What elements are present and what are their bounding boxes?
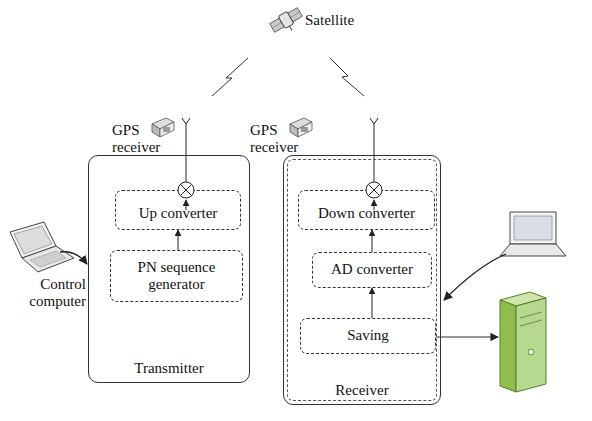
computer-label: Control computer <box>8 276 86 311</box>
satellite-icon <box>269 6 306 38</box>
control-arrow <box>444 254 506 300</box>
gps-label: GPS receiver <box>112 122 152 157</box>
control-arrow <box>60 252 87 264</box>
flow-arrow <box>372 230 373 252</box>
flow-arrow <box>178 230 179 250</box>
data-arrow <box>436 336 498 337</box>
process-box: AD converter <box>312 252 432 288</box>
box-label: AD converter <box>331 261 413 278</box>
process-box: Up converter <box>115 190 241 230</box>
laptop-icon <box>500 212 566 256</box>
mixer-symbol <box>176 180 196 200</box>
box-title: Transmitter <box>89 360 249 377</box>
server-icon <box>500 292 546 392</box>
mixer-symbol <box>364 180 384 200</box>
radio-link <box>212 58 248 96</box>
radio-link <box>330 58 364 96</box>
antenna <box>182 118 378 182</box>
process-box: PN sequence generator <box>110 250 243 302</box>
gps-label: GPS receiver <box>250 122 290 157</box>
transmitter-box: Transmitter Up converter PN sequence gener… <box>88 155 250 383</box>
box-label: Up converter <box>139 205 218 222</box>
gps-receiver-icon <box>290 118 312 137</box>
flow-arrow <box>372 288 373 318</box>
gps-receiver-icon <box>152 118 174 137</box>
box-title: Receiver <box>284 382 440 399</box>
box-label: PN sequence generator <box>117 259 236 294</box>
box-label: Down converter <box>318 205 415 222</box>
box-label: Saving <box>347 327 389 344</box>
laptop-icon <box>10 222 74 272</box>
receiver-box: Receiver Down converter AD converterSaving <box>283 155 441 405</box>
satellite-label: Satellite <box>305 12 385 29</box>
process-box: Down converter <box>298 190 435 230</box>
process-box: Saving <box>300 318 436 354</box>
